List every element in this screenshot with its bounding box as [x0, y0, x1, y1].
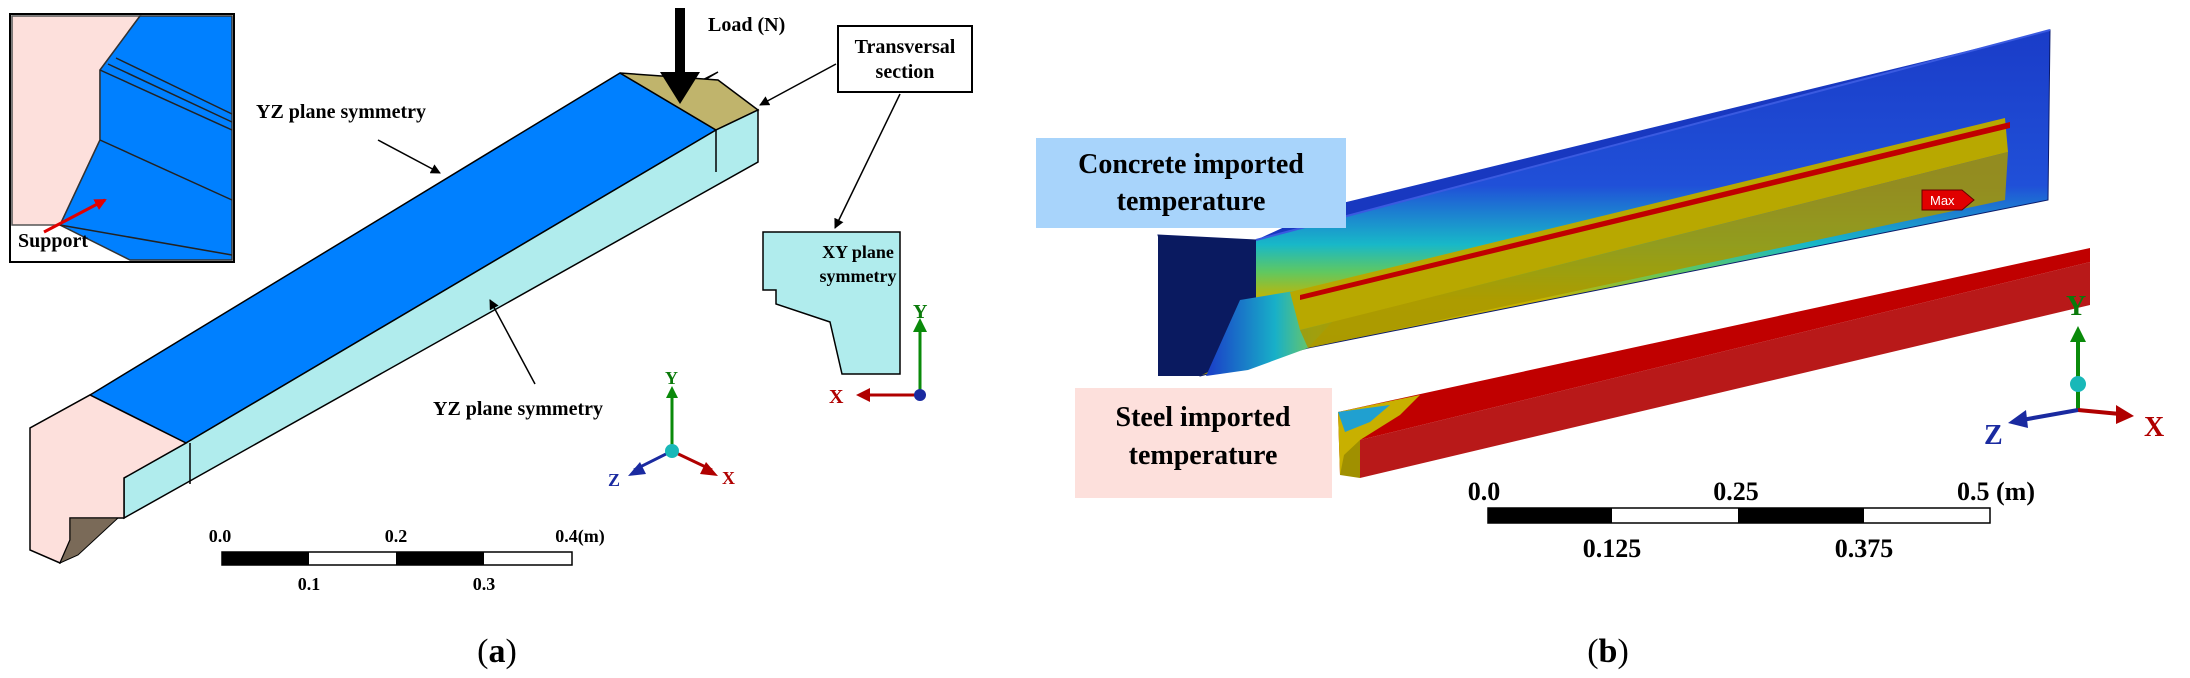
steel-label-line2: temperature [1129, 440, 1278, 471]
panel-a: Support Load (N) Transversal section [9, 8, 973, 670]
support-label: Support [18, 230, 88, 252]
triad-b-z: Z [1984, 420, 2003, 451]
scale-b-top-1: 0.25 [1713, 477, 1759, 506]
triad-a-x: X [722, 468, 735, 488]
small-axis-x: X [829, 386, 844, 408]
scale-a-top-0: 0.0 [209, 526, 232, 546]
xy-label-line1: XY plane [822, 242, 894, 262]
scale-bar-b: 0.0 0.25 0.5 (m) 0.125 0.375 [1468, 477, 2035, 563]
small-xy-axes: Y X [829, 301, 928, 408]
max-marker: Max [1921, 189, 1975, 211]
scale-a-top-2: 0.4(m) [555, 526, 604, 547]
triad-a-y: Y [665, 368, 678, 388]
scale-a-bottom-0: 0.1 [298, 574, 321, 594]
transversal-section-callout: Transversal section [759, 25, 973, 229]
axis-triad-b: Y Z X [1984, 291, 2164, 451]
beam-model [29, 71, 760, 564]
section-label-line2: section [876, 61, 935, 83]
section-label-line1: Transversal [855, 36, 956, 58]
steel-label-box: Steel imported temperature [1075, 388, 1332, 498]
concrete-label-line2: temperature [1117, 186, 1266, 217]
max-tag: Max [1930, 193, 1955, 208]
triad-b-x: X [2144, 412, 2164, 443]
triad-a-z: Z [608, 470, 620, 490]
inset-blue-face [59, 15, 233, 261]
panel-b: Max Concrete imported temperature Steel … [1036, 29, 2164, 670]
scale-bar-a: 0.0 0.2 0.4(m) 0.1 0.3 [209, 526, 605, 594]
steel-label-line1: Steel imported [1116, 402, 1291, 433]
concrete-label-box: Concrete imported temperature [1036, 138, 1346, 228]
axis-triad-a: Y Z X [608, 368, 735, 490]
support-inset: Support [9, 13, 235, 263]
scale-a-top-1: 0.2 [385, 526, 408, 546]
steel-model [1338, 248, 2090, 478]
yz-side-label: YZ plane symmetry [433, 398, 603, 420]
scale-b-top-2: 0.5 (m) [1957, 477, 2035, 506]
scale-b-bottom-0: 0.125 [1583, 534, 1642, 563]
caption-a: (a) [477, 633, 517, 670]
scale-b-bottom-1: 0.375 [1835, 534, 1894, 563]
triad-b-y: Y [2066, 291, 2086, 322]
scale-b-top-0: 0.0 [1468, 477, 1501, 506]
support-red-arrow [43, 198, 107, 234]
concrete-model [1157, 29, 2051, 377]
xy-cross-section: XY plane symmetry [762, 231, 901, 375]
small-axis-y: Y [913, 301, 928, 323]
concrete-label-line1: Concrete imported [1078, 149, 1304, 180]
scale-a-bottom-1: 0.3 [473, 574, 496, 594]
load-arrow: Load (N) [660, 8, 785, 104]
load-label: Load (N) [708, 14, 785, 36]
support-wedge [59, 517, 120, 564]
yz-top-label: YZ plane symmetry [256, 101, 426, 123]
xy-label-line2: symmetry [820, 266, 897, 286]
caption-b: (b) [1587, 633, 1629, 670]
